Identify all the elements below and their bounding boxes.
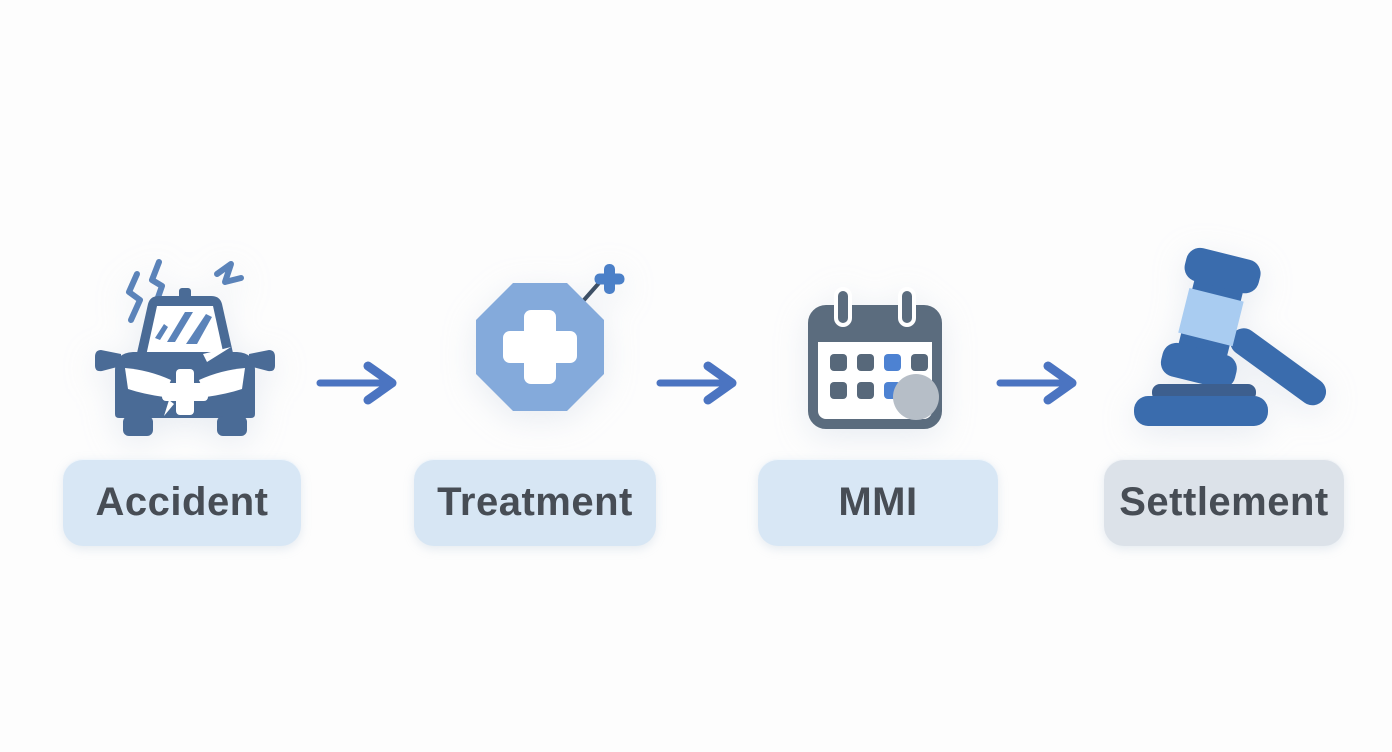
arrow-icon xyxy=(315,360,405,406)
calendar-icon xyxy=(800,280,950,432)
car-crash-icon xyxy=(85,250,285,440)
gavel-icon xyxy=(1128,246,1350,431)
arrow-svg xyxy=(656,361,737,405)
step-label-accident: Accident xyxy=(63,459,301,546)
calendar-svg xyxy=(808,287,942,429)
car-crash-svg xyxy=(95,259,275,436)
step-label-text: MMI xyxy=(838,480,918,524)
medical-cross-icon xyxy=(468,262,628,417)
step-label-settlement: Settlement xyxy=(1104,459,1344,546)
arrow-icon xyxy=(995,360,1085,406)
arrow-icon xyxy=(655,360,745,406)
step-label-text: Settlement xyxy=(1119,480,1329,524)
step-label-text: Treatment xyxy=(437,480,633,524)
gavel-svg xyxy=(1134,247,1327,426)
medical-cross-svg xyxy=(476,264,625,411)
arrow-svg xyxy=(316,361,397,405)
arrow-svg xyxy=(996,361,1077,405)
step-label-text: Accident xyxy=(95,480,269,524)
step-label-treatment: Treatment xyxy=(414,459,656,546)
step-label-mmi: MMI xyxy=(758,459,998,546)
